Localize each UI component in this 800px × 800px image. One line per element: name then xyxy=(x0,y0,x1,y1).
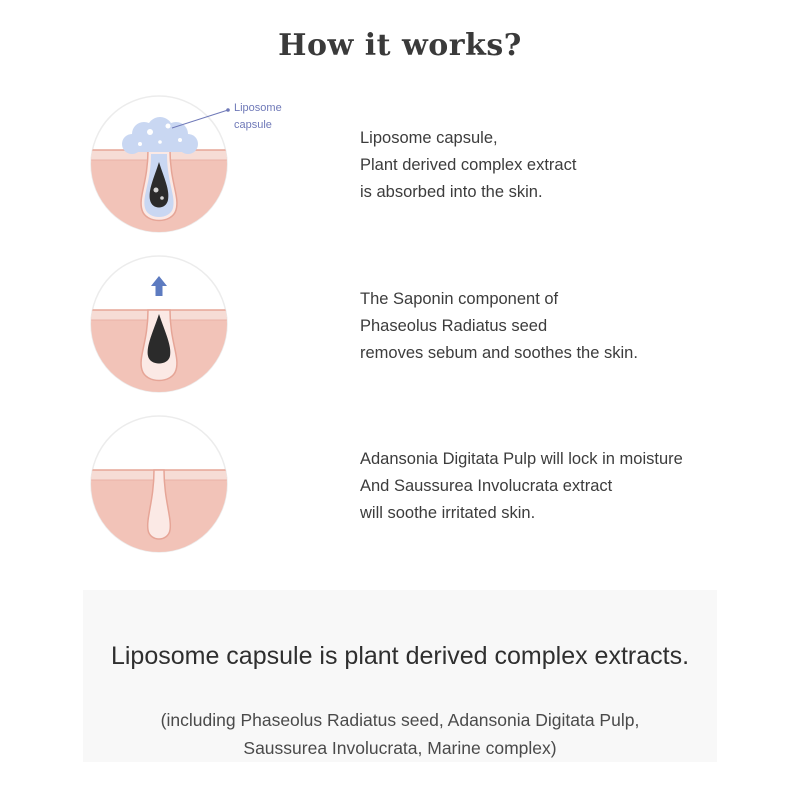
step-liposome-absorption: Liposome capsule, Plant derived complex … xyxy=(0,92,800,242)
liposome-callout-label: Liposome capsule xyxy=(234,100,282,134)
step-1-line: is absorbed into the skin. xyxy=(360,183,543,201)
sebum-removal-icon xyxy=(90,255,228,393)
step-2-line: removes sebum and soothes the skin. xyxy=(360,344,638,362)
liposome-absorption-icon xyxy=(90,95,230,233)
step-moisture-lock: Adansonia Digitata Pulp will lock in moi… xyxy=(0,412,800,562)
step-3-line: Adansonia Digitata Pulp will lock in moi… xyxy=(360,450,683,468)
moisture-lock-icon xyxy=(90,415,228,553)
arrow-up-icon xyxy=(151,276,167,296)
step-2-description: The Saponin component of Phaseolus Radia… xyxy=(360,286,760,367)
step-2-line: The Saponin component of xyxy=(360,290,559,308)
callout-line: capsule xyxy=(234,119,272,131)
step-1-line: Plant derived complex extract xyxy=(360,156,577,174)
step-1-description: Liposome capsule, Plant derived complex … xyxy=(360,125,760,206)
summary-ingredients-line: (including Phaseolus Radiatus seed, Adan… xyxy=(160,710,640,730)
summary-headline: Liposome capsule is plant derived comple… xyxy=(110,642,690,670)
summary-ingredients-line: Saussurea Involucrata, Marine complex) xyxy=(243,738,557,758)
step-3-line: And Saussurea Involucrata extract xyxy=(360,477,613,495)
summary-ingredients: (including Phaseolus Radiatus seed, Adan… xyxy=(83,706,717,762)
summary-panel: Liposome capsule is plant derived comple… xyxy=(83,590,717,762)
step-3-description: Adansonia Digitata Pulp will lock in moi… xyxy=(360,446,760,527)
step-3-line: will soothe irritated skin. xyxy=(360,504,536,522)
step-2-line: Phaseolus Radiatus seed xyxy=(360,317,548,335)
step-1-line: Liposome capsule, xyxy=(360,129,498,147)
page-title: How it works? xyxy=(278,28,522,63)
liposome-bubbles xyxy=(122,117,198,154)
step-sebum-removal: The Saponin component of Phaseolus Radia… xyxy=(0,252,800,402)
callout-line: Liposome xyxy=(234,102,282,114)
